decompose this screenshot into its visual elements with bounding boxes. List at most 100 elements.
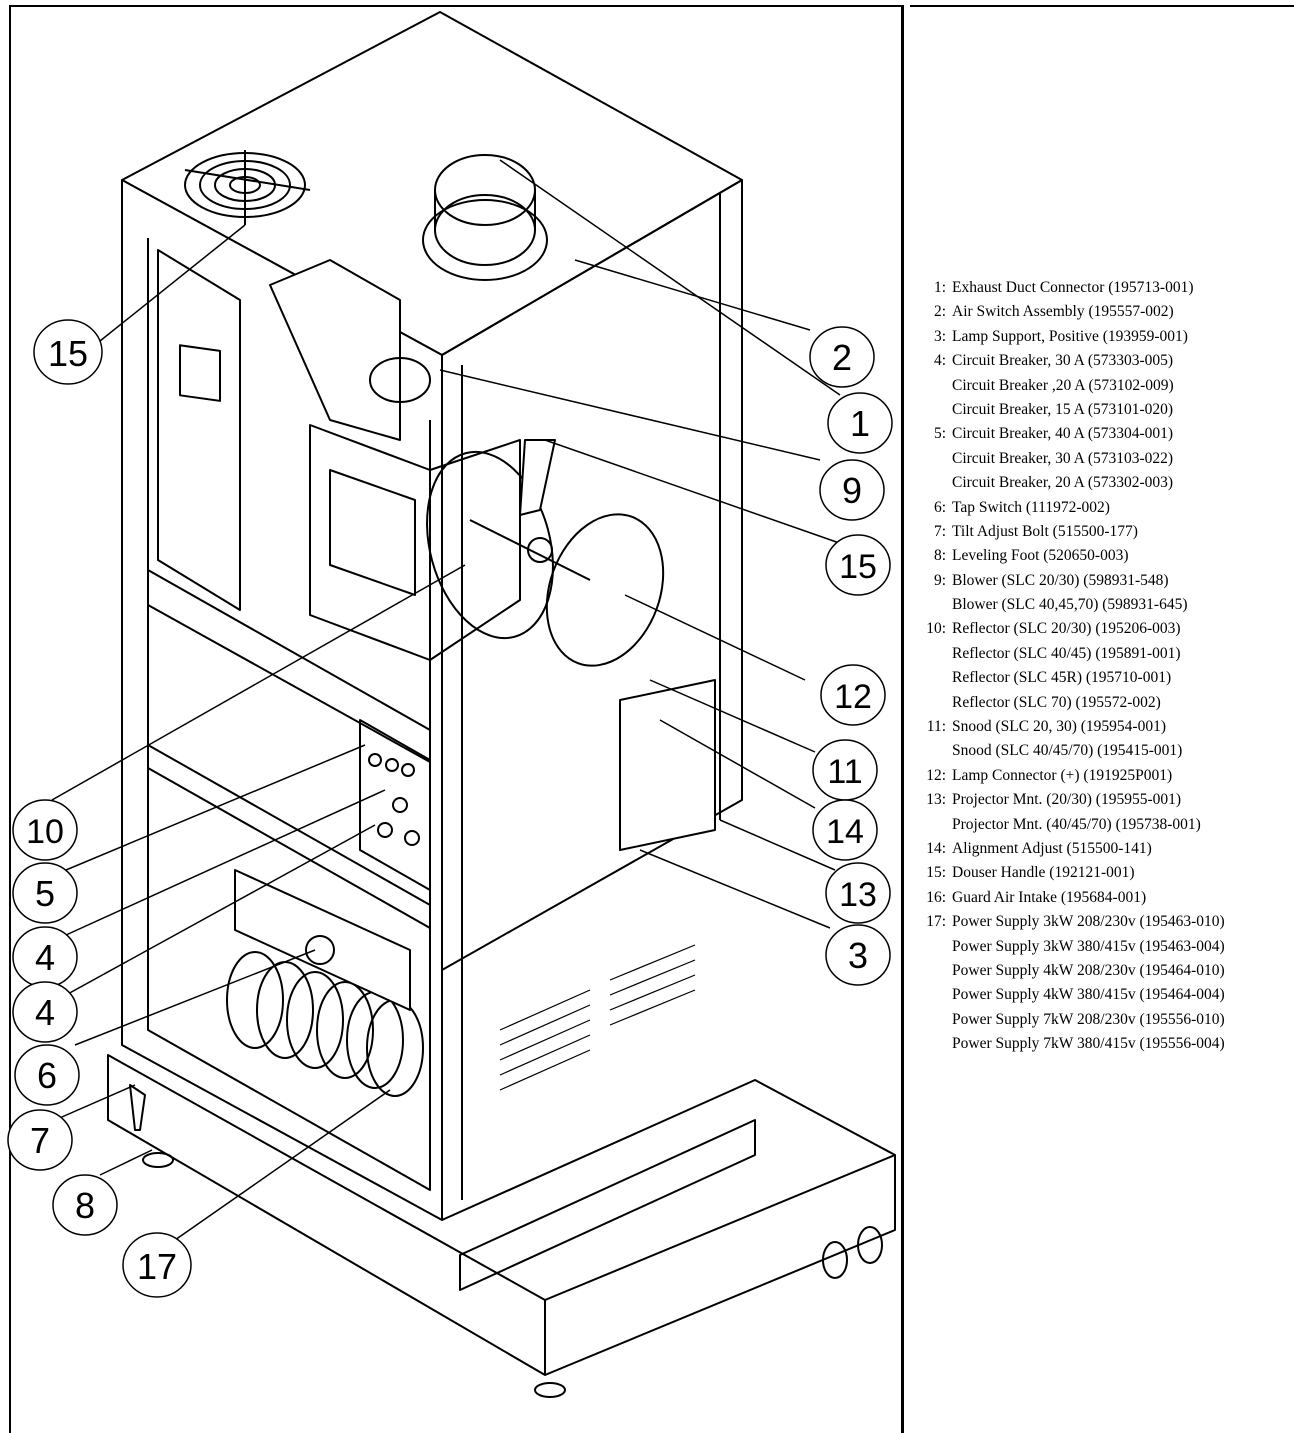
parts-list-item: 4:Circuit Breaker, 30 A (573303-005) xyxy=(916,349,1292,373)
parts-list-item: Power Supply 4kW 380/415v (195464-004) xyxy=(916,983,1292,1007)
parts-list-item: Circuit Breaker ,20 A (573102-009) xyxy=(916,374,1292,398)
part-description: Blower (SLC 40,45,70) (598931-645) xyxy=(952,596,1188,614)
reflector xyxy=(426,450,554,640)
parts-list-item: 7: Tilt Adjust Bolt (515500-177) xyxy=(916,520,1292,544)
part-number: 8: xyxy=(933,547,946,565)
part-number: 15: xyxy=(926,864,946,882)
callout-14: 14 xyxy=(812,799,878,861)
callout-1-label: 1 xyxy=(850,403,870,444)
part-description: Circuit Breaker, 30 A (573103-022) xyxy=(952,449,1174,467)
parts-list-item: Circuit Breaker, 15 A (573101-020) xyxy=(916,398,1292,422)
callout-15: 15 xyxy=(825,534,891,596)
drawing-frame xyxy=(9,5,904,1433)
part-description: Snood (SLC 40/45/70) (195415-001) xyxy=(952,742,1183,760)
part-number: 10: xyxy=(926,620,946,638)
callout-1: 1 xyxy=(827,392,893,454)
part-description: Circuit Breaker, 40 A (573304-001) xyxy=(952,425,1174,443)
callout-2: 2 xyxy=(809,326,875,388)
blower-motor xyxy=(369,357,431,403)
part-description: Power Supply 4kW 380/415v (195464-004) xyxy=(952,986,1225,1004)
part-description: Power Supply 3kW 380/415v (195463-004) xyxy=(952,937,1225,955)
callout-4a-label: 4 xyxy=(35,937,55,978)
part-description: Lamp Support, Positive (193959-001) xyxy=(952,327,1188,345)
parts-list-item: 9:Blower (SLC 20/30) (598931-548) xyxy=(916,569,1292,593)
projector-mount xyxy=(619,679,716,851)
part-description: Power Supply 7kW 208/230v (195556-010) xyxy=(952,1010,1225,1028)
part-description: Power Supply 4kW 208/230v (195464-010) xyxy=(952,961,1225,979)
part-number: 14: xyxy=(926,839,946,857)
part-description: Reflector (SLC 70) (195572-002) xyxy=(952,693,1161,711)
part-number: 3: xyxy=(933,327,946,345)
parts-list-item: 17:Power Supply 3kW 208/230v (195463-010… xyxy=(916,910,1292,934)
callout-12: 12 xyxy=(820,664,886,726)
frame-top-rule xyxy=(910,5,1294,7)
parts-list-item: Power Supply 7kW 208/230v (195556-010) xyxy=(916,1008,1292,1032)
parts-list-item: Snood (SLC 40/45/70) (195415-001) xyxy=(916,739,1292,763)
callout-6: 6 xyxy=(14,1044,80,1106)
part-description: Circuit Breaker, 30 A (573303-005) xyxy=(952,352,1174,370)
part-number: 7: xyxy=(933,522,946,540)
guard-air-intake xyxy=(184,150,311,225)
parts-list-item: 10:Reflector (SLC 20/30) (195206-003) xyxy=(916,617,1292,641)
part-description: Alignment Adjust (515500-141) xyxy=(952,839,1152,857)
part-description: Power Supply 7kW 380/415v (195556-004) xyxy=(952,1035,1225,1053)
parts-list-item: 15: Douser Handle (192121-001) xyxy=(916,861,1292,885)
callout-16: 15 xyxy=(33,319,103,385)
douser-handle xyxy=(519,439,556,516)
part-description: Reflector (SLC 40/45) (195891-001) xyxy=(952,644,1181,662)
parts-list-item: Circuit Breaker, 20 A (573302-003) xyxy=(916,471,1292,495)
callout-13: 13 xyxy=(825,862,891,924)
callout-4a: 4 xyxy=(12,926,78,988)
snood xyxy=(545,513,665,667)
parts-list-item: 3: Lamp Support, Positive (193959-001) xyxy=(916,325,1292,349)
parts-list-item: 13:Projector Mnt. (20/30) (195955-001) xyxy=(916,788,1292,812)
part-description: Lamp Connector (+) (191925P001) xyxy=(952,766,1173,784)
parts-list-item: 16:Guard Air Intake (195684-001) xyxy=(916,886,1292,910)
part-description: Tilt Adjust Bolt (515500-177) xyxy=(952,522,1138,540)
callout-13-label: 13 xyxy=(839,876,877,914)
callout-11: 11 xyxy=(812,739,878,801)
callout-3: 3 xyxy=(825,924,891,986)
callout-8-label: 8 xyxy=(75,1185,95,1226)
parts-list-item: 6:Tap Switch (111972-002) xyxy=(916,496,1292,520)
callout-10-label: 10 xyxy=(26,813,64,851)
callout-17-label: 17 xyxy=(137,1246,177,1287)
callout-9: 9 xyxy=(819,459,885,521)
part-description: Reflector (SLC 45R) (195710-001) xyxy=(952,669,1172,687)
part-number: 17: xyxy=(926,913,946,931)
parts-list-item: 5:Circuit Breaker, 40 A (573304-001) xyxy=(916,422,1292,446)
part-number: 13: xyxy=(926,791,946,809)
callout-12-label: 12 xyxy=(834,678,872,716)
callout-14-label: 14 xyxy=(826,813,864,851)
callout-4b-label: 4 xyxy=(35,992,55,1033)
callout-4b: 4 xyxy=(12,981,78,1043)
parts-list-item: 1:Exhaust Duct Connector (195713-001) xyxy=(916,276,1292,300)
part-number: 9: xyxy=(933,571,946,589)
parts-list-item: 8:Leveling Foot (520650-003) xyxy=(916,544,1292,568)
part-description: Douser Handle (192121-001) xyxy=(952,864,1135,882)
part-description: Circuit Breaker, 15 A (573101-020) xyxy=(952,400,1174,418)
parts-list-item: Power Supply 3kW 380/415v (195463-004) xyxy=(916,935,1292,959)
callout-15-label: 15 xyxy=(839,548,877,586)
part-number: 1: xyxy=(933,279,946,296)
parts-list-item: Reflector (SLC 40/45) (195891-001) xyxy=(916,642,1292,666)
exploded-view-drawing: 15 2 1 9 15 12 11 14 13 3 10 5 4 4 6 7 8… xyxy=(7,11,896,1398)
part-description: Air Switch Assembly (195557-002) xyxy=(952,303,1174,321)
callout-7-label: 7 xyxy=(30,1120,50,1161)
breaker-panel xyxy=(359,719,431,891)
parts-list-item: Reflector (SLC 45R) (195710-001) xyxy=(916,666,1292,690)
callout-10: 10 xyxy=(12,799,78,861)
callout-5: 5 xyxy=(12,862,78,924)
callout-2-label: 2 xyxy=(832,337,852,378)
parts-list-item: 12: Lamp Connector (+) (191925P001) xyxy=(916,764,1292,788)
callout-3-label: 3 xyxy=(848,935,868,976)
leveling-foot xyxy=(142,1152,174,1168)
parts-list-item: 2:Air Switch Assembly (195557-002) xyxy=(916,300,1292,324)
part-number: 12: xyxy=(926,766,946,784)
callout-6-label: 6 xyxy=(37,1055,57,1096)
parts-list-item: Circuit Breaker, 30 A (573103-022) xyxy=(916,447,1292,471)
blower-housing xyxy=(269,259,401,441)
parts-list-item: Reflector (SLC 70) (195572-002) xyxy=(916,691,1292,715)
part-description: Tap Switch (111972-002) xyxy=(952,498,1110,516)
callout-16-label: 15 xyxy=(48,333,88,374)
